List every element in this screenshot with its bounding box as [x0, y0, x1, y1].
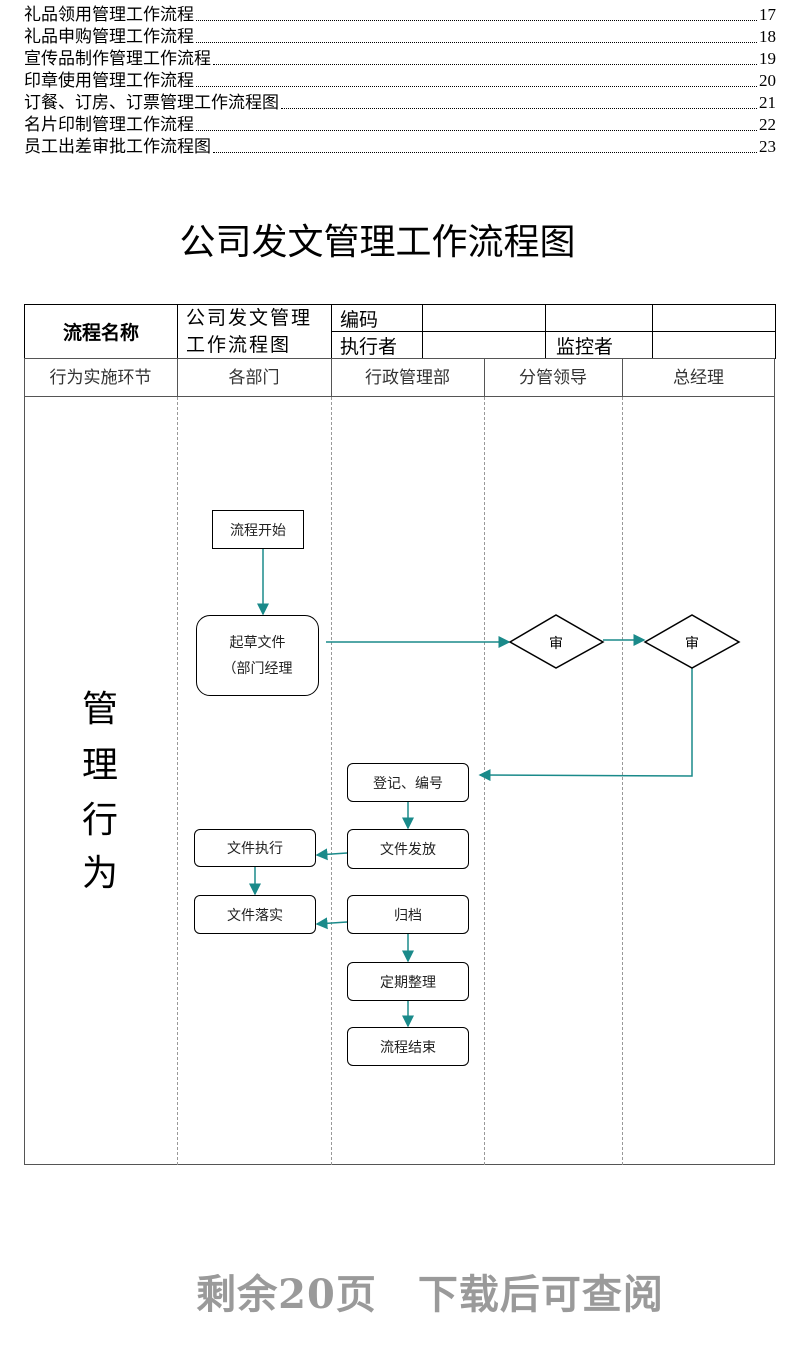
- row-label-char: 管: [82, 689, 119, 730]
- toc-leader: [196, 70, 757, 87]
- toc-title: 礼品领用管理工作流程: [24, 5, 194, 24]
- start-node: 流程开始: [212, 510, 304, 549]
- toc-page: 21: [759, 93, 776, 112]
- draft-label: 起草文件: [229, 634, 286, 651]
- toc-leader: [196, 114, 757, 131]
- draft-node: 起草文件 （部门经理: [196, 615, 319, 696]
- toc-title: 员工出差审批工作流程图: [24, 137, 211, 156]
- row-label-char: 为: [82, 853, 119, 894]
- arrow: [315, 848, 348, 861]
- toc-title: 宣传品制作管理工作流程: [24, 49, 211, 68]
- column-header: 各部门: [228, 368, 280, 388]
- lane-divider: [331, 397, 332, 1165]
- toc-entry[interactable]: 印章使用管理工作流程 20: [24, 70, 776, 92]
- toc-entry[interactable]: 礼品申购管理工作流程 18: [24, 26, 776, 48]
- toc-entry[interactable]: 礼品领用管理工作流程 17: [24, 4, 776, 26]
- issue-node: 文件发放: [347, 829, 469, 869]
- toc-leader: [213, 136, 757, 153]
- toc-entry[interactable]: 员工出差审批工作流程图 23: [24, 136, 776, 158]
- column-header: 行政管理部: [365, 368, 450, 388]
- review-diamond: [643, 614, 741, 669]
- page-title: 公司发文管理工作流程图: [179, 221, 576, 262]
- toc-title: 礼品申购管理工作流程: [24, 27, 194, 46]
- row-label-char: 理: [82, 745, 119, 786]
- toc-page: 17: [759, 5, 776, 24]
- organize-node: 定期整理: [347, 962, 469, 1001]
- review-label: 审: [549, 636, 563, 652]
- toc-leader: [213, 48, 757, 65]
- download-prompt[interactable]: 剩余20页 下载后可查阅: [196, 1271, 664, 1318]
- column-header: 总经理: [673, 368, 724, 388]
- toc-page: 19: [759, 49, 776, 68]
- toc-entry[interactable]: 订餐、订房、订票管理工作流程图 21: [24, 92, 776, 114]
- end-node: 流程结束: [347, 1027, 469, 1066]
- toc-title: 订餐、订房、订票管理工作流程图: [24, 93, 279, 112]
- toc-page: 22: [759, 115, 776, 134]
- arrow: [315, 917, 348, 930]
- review-label: 审: [685, 636, 699, 652]
- toc-page: 20: [759, 71, 776, 90]
- execute-node: 文件执行: [194, 829, 316, 867]
- toc-entry[interactable]: 宣传品制作管理工作流程 19: [24, 48, 776, 70]
- lane-divider: [177, 397, 178, 1165]
- toc-page: 23: [759, 137, 776, 156]
- toc-title: 名片印制管理工作流程: [24, 115, 194, 134]
- toc-page: 18: [759, 27, 776, 46]
- row-label-char: 行: [82, 800, 119, 841]
- toc-leader: [281, 92, 757, 109]
- draft-sublabel: （部门经理: [222, 660, 293, 677]
- toc-title: 印章使用管理工作流程: [24, 71, 194, 90]
- toc-leader: [196, 4, 757, 21]
- column-header: 分管领导: [519, 368, 587, 388]
- lane-divider: [622, 397, 623, 1165]
- register-node: 登记、编号: [347, 763, 469, 802]
- swimlane-table: [24, 358, 775, 1165]
- arrow: [478, 668, 693, 782]
- implement-node: 文件落实: [194, 895, 316, 934]
- column-header: 行为实施环节: [49, 368, 152, 388]
- toc-leader: [196, 26, 757, 43]
- toc-entry[interactable]: 名片印制管理工作流程 22: [24, 114, 776, 136]
- divider: [24, 396, 775, 397]
- archive-node: 归档: [347, 895, 469, 934]
- review-diamond: [508, 614, 605, 669]
